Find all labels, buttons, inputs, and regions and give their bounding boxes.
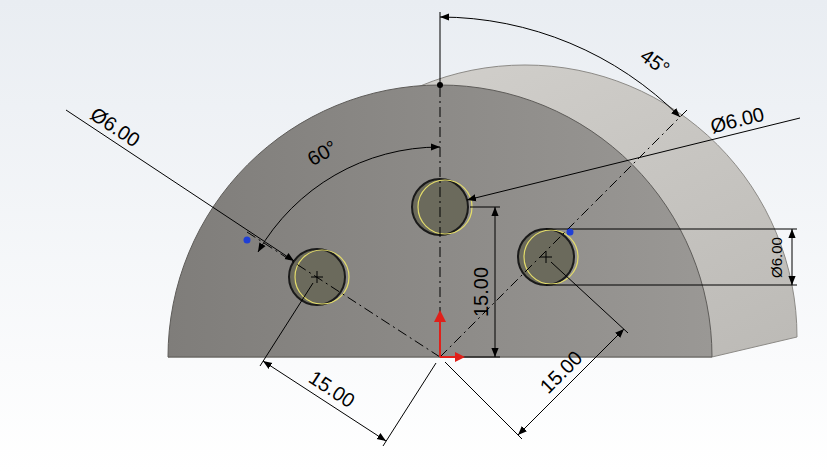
angle-dimensions	[258, 17, 680, 252]
linear-dimensions	[260, 207, 797, 446]
part-front-face	[168, 85, 712, 357]
sketch-points	[244, 82, 574, 362]
diameter-leaders	[66, 110, 800, 261]
linear-dimension: 15.00	[471, 267, 491, 317]
hole-group	[289, 179, 578, 305]
part-side-face	[168, 65, 797, 357]
construction-lines	[247, 12, 687, 357]
diameter-dimension: Ø6.00	[769, 237, 784, 278]
